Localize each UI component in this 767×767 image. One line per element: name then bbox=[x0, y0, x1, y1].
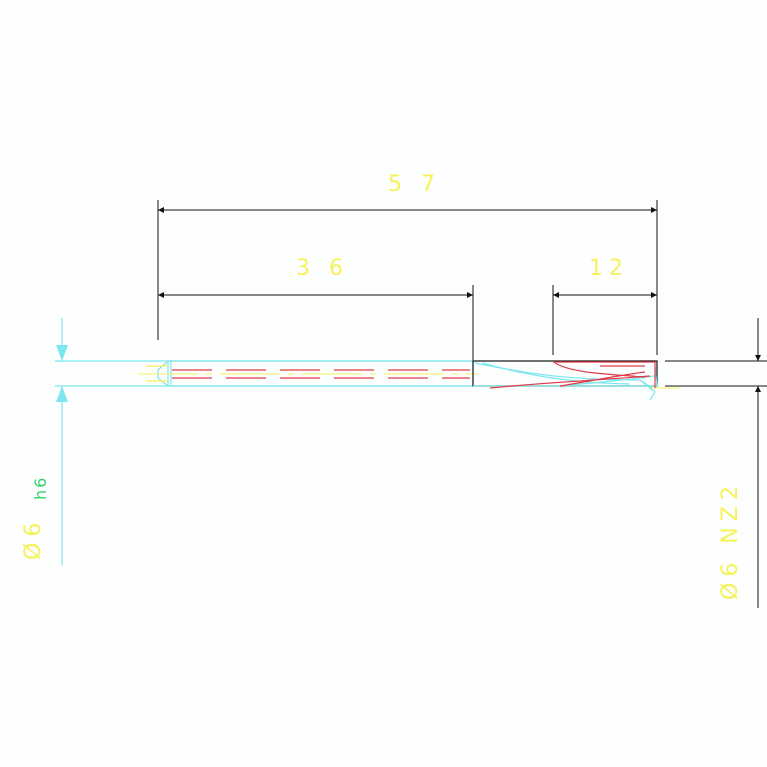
shank-hidden-lines bbox=[172, 369, 470, 379]
shank-body bbox=[55, 360, 474, 387]
dimension-shank-diameter-text: Ø6 bbox=[21, 517, 46, 560]
dimension-tip-length: 12 bbox=[553, 256, 657, 298]
dimension-shank-diameter: Ø6 h6 bbox=[21, 318, 68, 565]
extension-lines bbox=[157, 200, 658, 385]
dimension-tip-length-text: 12 bbox=[589, 256, 629, 281]
shank-tolerance-text: h6 bbox=[31, 476, 50, 500]
dimension-total-length: 5 7 bbox=[158, 172, 657, 213]
dimension-shank-length-text: 3 6 bbox=[296, 256, 349, 281]
cutting-portion bbox=[472, 360, 658, 401]
dimension-tip-diameter: Ø6 NZ2 bbox=[665, 318, 767, 608]
dimension-total-length-text: 5 7 bbox=[388, 172, 441, 197]
dimension-tip-diameter-text: Ø6 NZ2 bbox=[718, 480, 743, 600]
dimension-shank-length: 3 6 bbox=[158, 256, 473, 298]
